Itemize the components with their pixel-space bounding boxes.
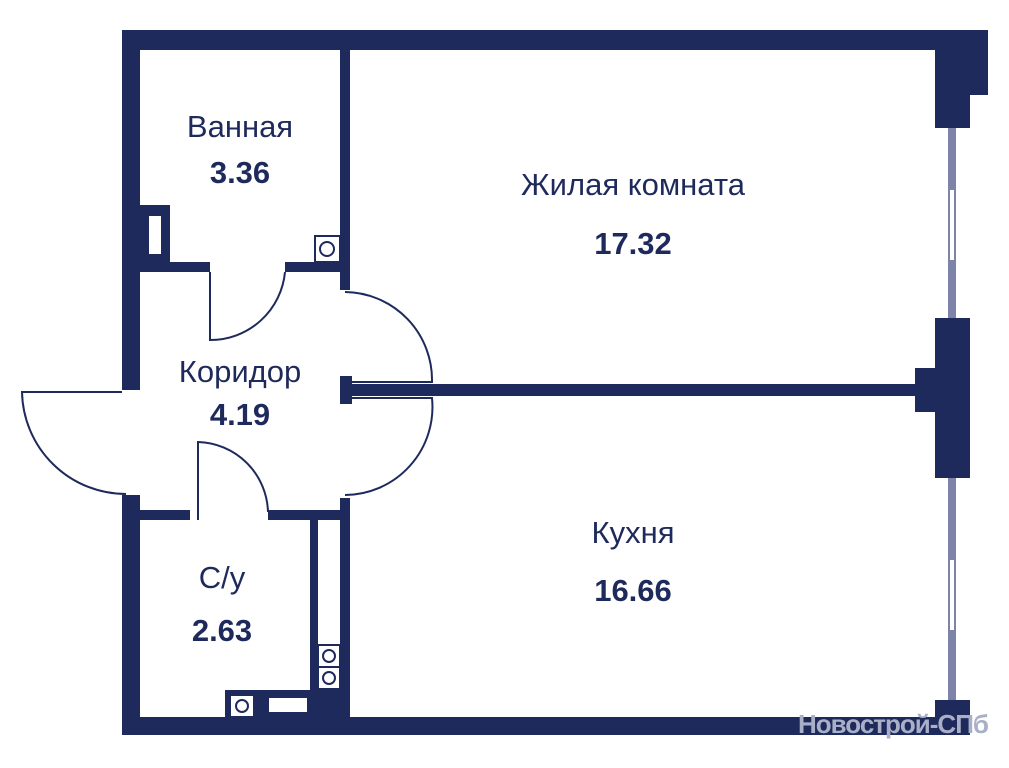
room-area: 3.36 bbox=[210, 155, 270, 190]
watermark: Новострой-СПб bbox=[798, 709, 989, 739]
room-name: Жилая комната bbox=[521, 167, 746, 202]
room-corridor: Коридор 4.19 bbox=[179, 354, 301, 432]
room-name: Ванная bbox=[187, 109, 293, 144]
room-area: 17.32 bbox=[594, 226, 672, 261]
door-swings bbox=[20, 271, 434, 520]
room-kitchen: Кухня 16.66 bbox=[592, 515, 675, 608]
windows bbox=[935, 128, 970, 700]
room-area: 2.63 bbox=[192, 613, 252, 648]
room-wc: С/у 2.63 bbox=[192, 560, 252, 648]
room-name: С/у bbox=[199, 560, 246, 595]
room-name: Коридор bbox=[179, 354, 301, 389]
walls bbox=[122, 30, 988, 735]
room-area: 4.19 bbox=[210, 397, 270, 432]
fixtures bbox=[147, 214, 341, 718]
room-living: Жилая комната 17.32 bbox=[521, 167, 746, 261]
room-area: 16.66 bbox=[594, 573, 672, 608]
room-name: Кухня bbox=[592, 515, 675, 550]
room-bathroom: Ванная 3.36 bbox=[187, 109, 293, 190]
